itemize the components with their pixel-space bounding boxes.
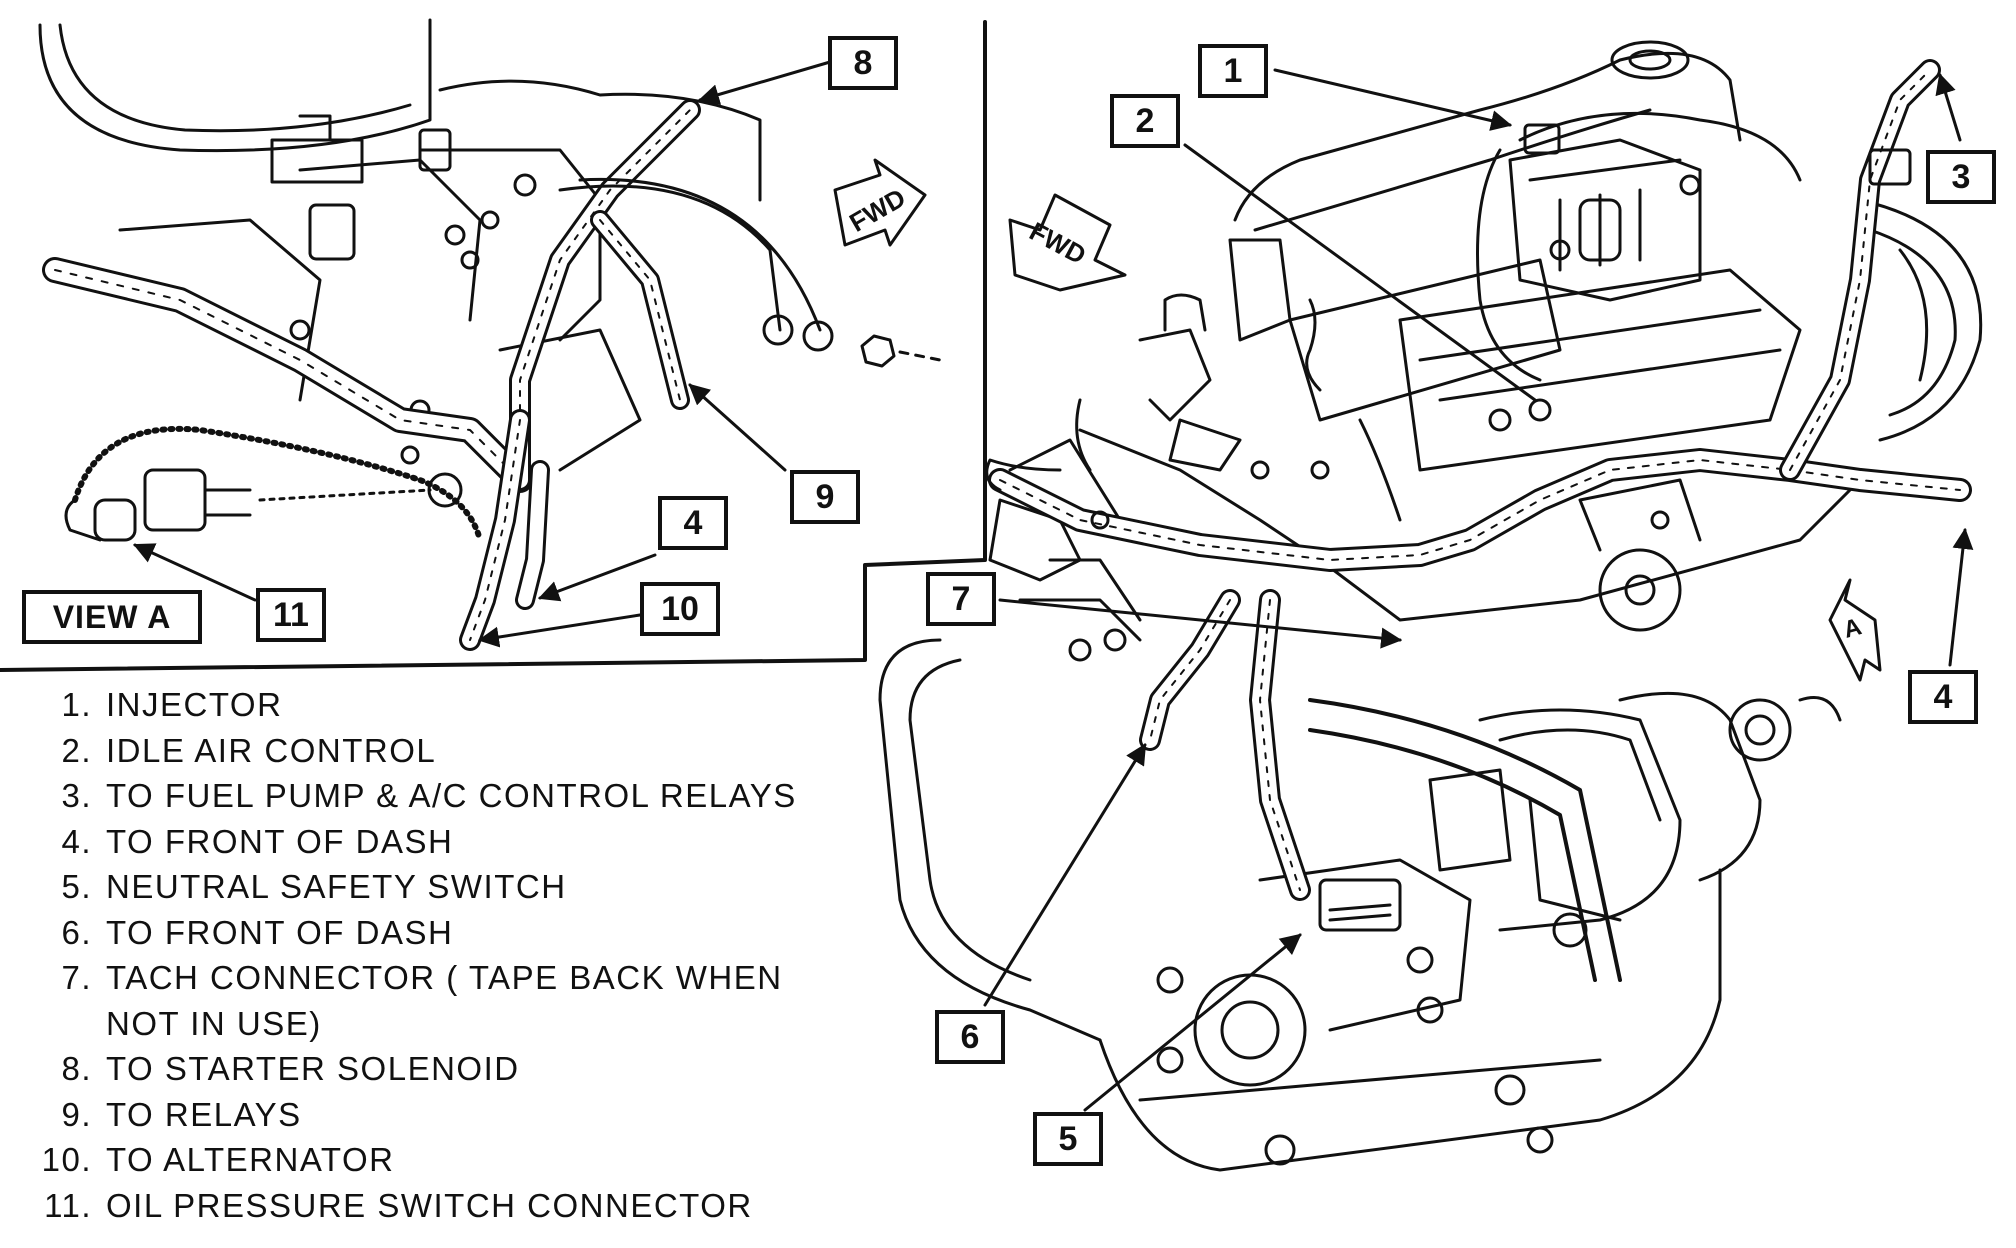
- callout-6: 6: [935, 1010, 1005, 1064]
- view-a-engine-detail: [38, 18, 942, 651]
- parts-legend: 1.INJECTOR 2.IDLE AIR CONTROL 3.TO FUEL …: [30, 682, 797, 1228]
- legend-item: 4.TO FRONT OF DASH: [61, 822, 454, 860]
- leader-1: [1273, 68, 1513, 131]
- leader-2: [1183, 143, 1537, 402]
- legend-item-continuation: NOT IN USE): [106, 1004, 322, 1042]
- callout-7: 7: [926, 572, 996, 626]
- callout-8: 8: [828, 36, 898, 90]
- leader-4-right: [1948, 527, 1974, 667]
- callout-4-right: 4: [1908, 670, 1978, 724]
- legend-item: 3.TO FUEL PUMP & A/C CONTROL RELAYS: [61, 777, 797, 814]
- main-engine-drawing: [878, 40, 1983, 1172]
- leader-11: [133, 543, 257, 602]
- view-a-label: VIEW A: [22, 590, 202, 644]
- view-a-marker-arrow: [1828, 578, 1882, 682]
- legend-item: 11.OIL PRESSURE SWITCH CONNECTOR: [44, 1186, 753, 1224]
- legend-item: 7.TACH CONNECTOR ( TAPE BACK WHEN: [61, 959, 783, 996]
- leader-lines: [133, 60, 1974, 1112]
- legend-item: 5.NEUTRAL SAFETY SWITCH: [61, 868, 567, 905]
- leader-9: [688, 383, 787, 472]
- callout-9: 9: [790, 470, 860, 524]
- legend-item: 1.INJECTOR: [61, 686, 283, 723]
- legend-item: 10.TO ALTERNATOR: [41, 1141, 395, 1178]
- leader-4-left: [538, 553, 657, 602]
- callout-11: 11: [256, 588, 326, 642]
- leader-5: [1083, 933, 1302, 1112]
- legend-item: 9.TO RELAYS: [61, 1095, 302, 1133]
- fwd-arrow-right: [833, 158, 927, 247]
- callout-2: 2: [1110, 94, 1180, 148]
- leader-6: [983, 743, 1147, 1007]
- legend-item: 2.IDLE AIR CONTROL: [61, 731, 437, 769]
- leader-7: [998, 598, 1403, 649]
- callout-3: 3: [1926, 150, 1996, 204]
- legend-item: 8.TO STARTER SOLENOID: [61, 1050, 520, 1087]
- callout-4-left: 4: [658, 496, 728, 550]
- legend-item: 6.TO FRONT OF DASH: [61, 913, 454, 951]
- callout-5: 5: [1033, 1112, 1103, 1166]
- fwd-arrow-left: [1008, 193, 1127, 292]
- callout-1: 1: [1198, 44, 1268, 98]
- leader-8: [697, 60, 832, 105]
- view-a-frame: [0, 20, 987, 672]
- callout-10: 10: [640, 582, 720, 636]
- leader-3: [1935, 72, 1962, 142]
- leader-10: [477, 613, 642, 648]
